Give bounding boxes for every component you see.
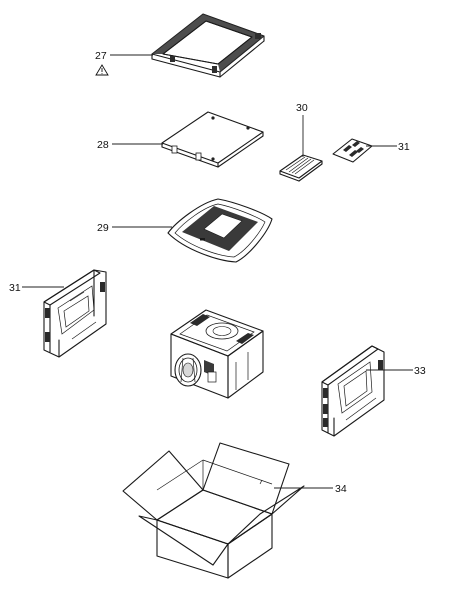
callout-28: 28 — [97, 139, 109, 151]
callout-29: 29 — [97, 222, 109, 234]
callout-27: 27 — [95, 50, 107, 62]
part-34-carton-box — [122, 442, 305, 579]
callout-34: 34 — [335, 483, 347, 495]
part-30-manual — [279, 154, 323, 182]
part-33-right-packing-insert — [321, 345, 385, 437]
part-27-frame — [151, 13, 265, 78]
callout-31-insert: 31 — [9, 282, 21, 294]
part-28-grille-plate — [161, 111, 264, 168]
callout-31-bag: 31 — [398, 141, 410, 153]
part-29-grille-cover — [167, 198, 273, 263]
fan-housing — [170, 309, 264, 399]
part-31-hardware-bag — [332, 138, 373, 163]
part-31-left-packing-insert — [43, 269, 107, 358]
callout-33: 33 — [414, 365, 426, 377]
warning-triangle-icon — [95, 64, 109, 76]
callout-30: 30 — [296, 102, 308, 114]
